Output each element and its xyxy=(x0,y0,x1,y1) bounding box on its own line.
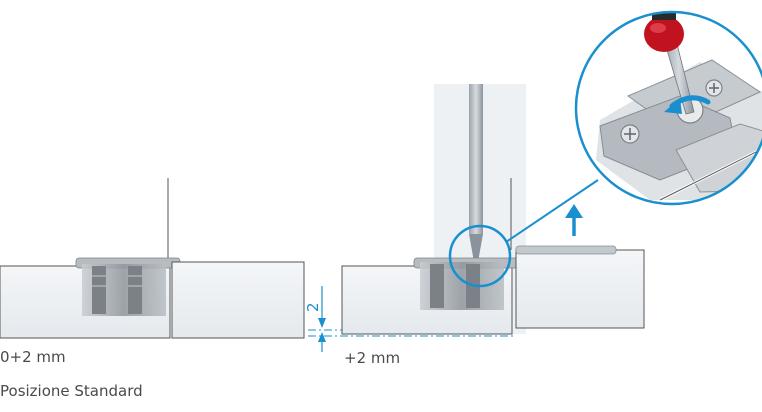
door-panel-right xyxy=(515,249,645,329)
standard-position-illustration xyxy=(0,178,305,339)
raised-position-illustration xyxy=(341,84,645,335)
door-panel-left xyxy=(171,261,305,339)
highlight-circle xyxy=(448,224,512,288)
screwdriver-handle xyxy=(644,12,684,52)
standard-range-label: 0+2 mm xyxy=(0,348,66,366)
hinge-cup-right xyxy=(413,257,519,310)
zoom-detail xyxy=(574,10,762,206)
standard-position-label: Posizione Standard xyxy=(0,382,143,400)
arrow-up-icon xyxy=(565,204,583,236)
dimension-value: 2 xyxy=(304,302,322,312)
rotate-arrow-icon xyxy=(664,95,711,114)
zoom-circle-border xyxy=(574,10,762,206)
raised-offset-label: +2 mm xyxy=(344,349,401,367)
screwdriver xyxy=(469,84,483,262)
zoom-connector-line xyxy=(505,179,599,243)
hinge-cup-left xyxy=(75,257,181,316)
